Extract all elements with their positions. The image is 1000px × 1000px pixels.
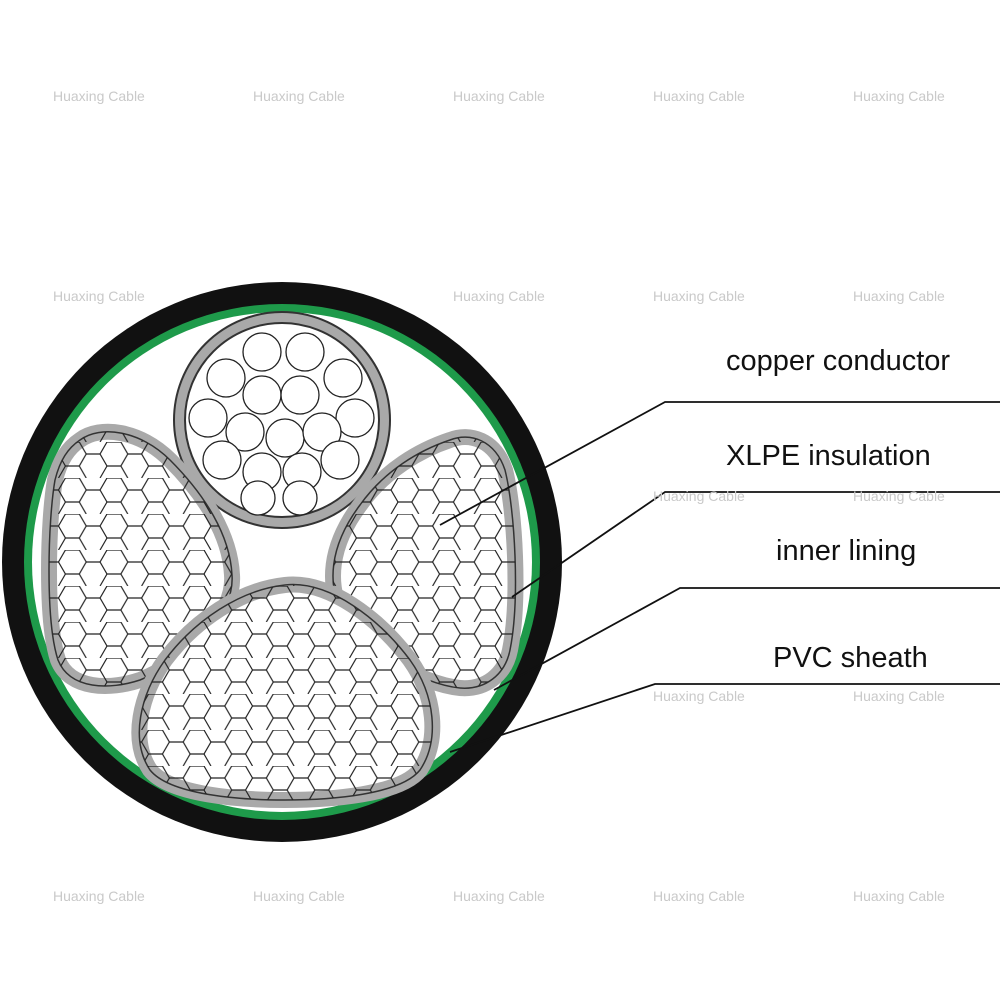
- label-inner-lining: inner lining: [776, 535, 917, 567]
- round-conductor: [173, 311, 391, 529]
- label-pvc-sheath: PVC sheath: [773, 642, 928, 674]
- conductor-strands: [188, 332, 375, 516]
- label-copper-conductor: copper conductor: [726, 345, 951, 377]
- leader-lines: [439, 401, 1000, 753]
- leader-inner-lining: [493, 587, 1000, 691]
- label-xlpe-insulation: XLPE insulation: [726, 440, 931, 472]
- leader-copper-conductor: [439, 401, 1000, 526]
- leader-xlpe-insulation: [511, 491, 1000, 598]
- leader-pvc-sheath: [449, 683, 1000, 753]
